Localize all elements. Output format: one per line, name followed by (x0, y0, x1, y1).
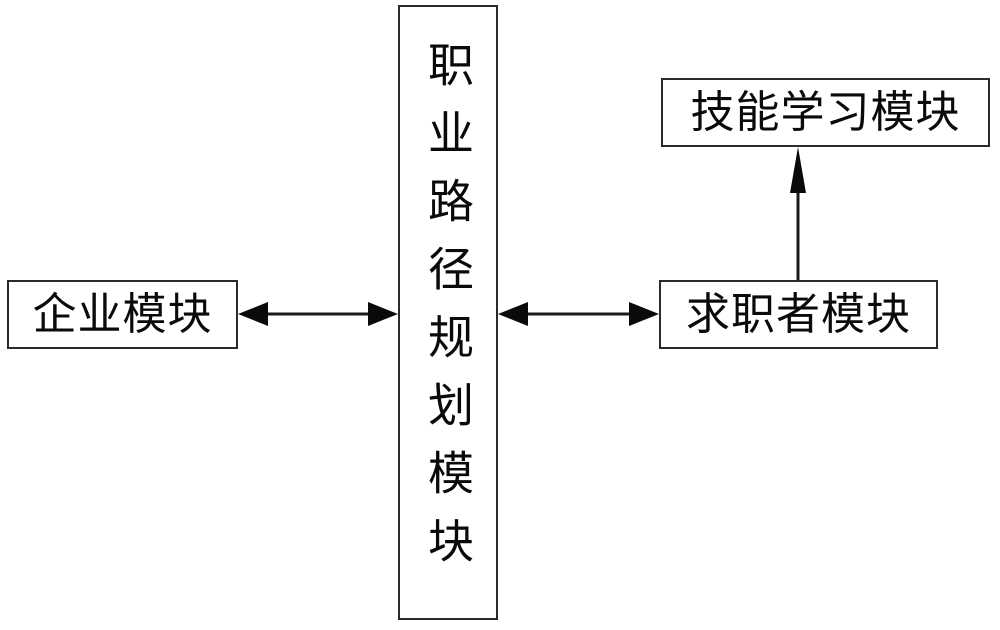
node-jobseeker-module-label: 求职者模块 (686, 288, 911, 340)
arrowhead-left-icon (498, 302, 528, 326)
node-skill-learning-module-label: 技能学习模块 (690, 86, 961, 138)
node-career-path-planning-module[interactable]: 职业路径规划模块 (398, 5, 498, 620)
node-enterprise-module-label: 企业模块 (32, 288, 213, 340)
arrowhead-left-icon (238, 302, 268, 326)
node-skill-learning-module[interactable]: 技能学习模块 (661, 78, 990, 147)
arrowhead-right-icon (368, 302, 398, 326)
connector-enterprise-to-career-path-bidirectional-arrow (238, 294, 398, 334)
node-career-path-planning-module-label: 职业路径规划模块 (421, 40, 475, 585)
node-jobseeker-module[interactable]: 求职者模块 (659, 280, 938, 349)
arrowhead-up-icon (790, 147, 806, 193)
connector-jobseeker-to-skill-learning-up-arrow (778, 147, 818, 280)
node-enterprise-module[interactable]: 企业模块 (7, 280, 238, 349)
connector-career-path-to-jobseeker-bidirectional-arrow (498, 294, 659, 334)
arrowhead-right-icon (629, 302, 659, 326)
